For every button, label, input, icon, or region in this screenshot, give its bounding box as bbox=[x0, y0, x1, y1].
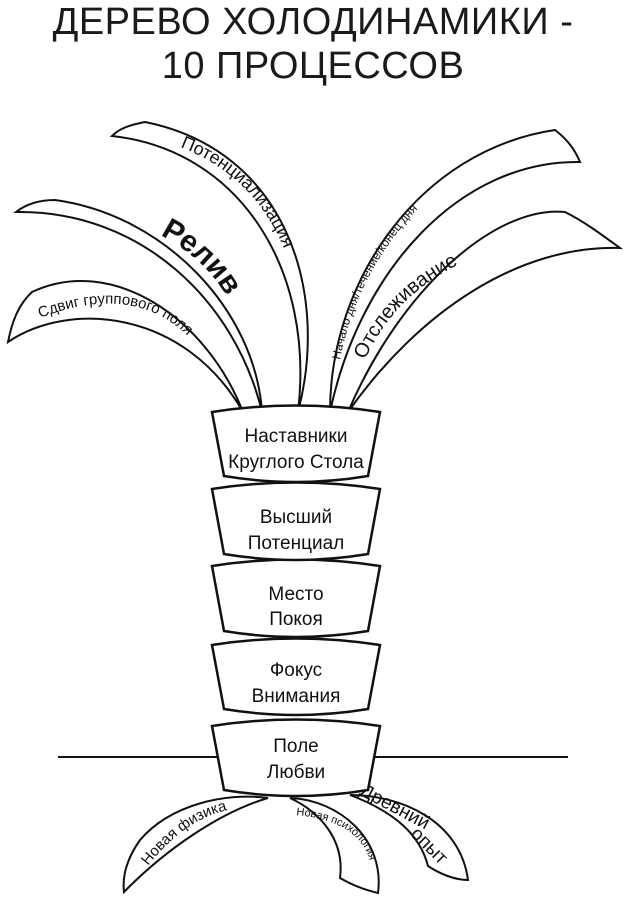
segment-5-line2: Любви bbox=[267, 762, 325, 783]
diagram-title: ДЕРЕВО ХОЛОДИНАМИКИ - 10 ПРОЦЕССОВ bbox=[0, 0, 626, 88]
segment-2-line1: Высший bbox=[260, 507, 332, 528]
root-psychology bbox=[289, 797, 380, 895]
segment-3-line1: Место bbox=[268, 584, 323, 605]
leaf-tracking bbox=[347, 210, 624, 413]
leaf-day bbox=[329, 128, 582, 413]
segment-3-line2: Покоя bbox=[269, 609, 323, 630]
trunk-segment-5: Поле Любви bbox=[210, 718, 382, 798]
roots bbox=[122, 794, 470, 895]
trunk: Поле Любви Фокус Внимания Место Покоя Вы… bbox=[210, 404, 382, 798]
segment-5-line1: Поле bbox=[273, 736, 318, 757]
trunk-segment-1: Наставники Круглого Стола bbox=[210, 404, 382, 484]
segment-4-line2: Внимания bbox=[252, 686, 341, 707]
trunk-segment-2: Высший Потенциал bbox=[210, 481, 382, 562]
segment-4-line1: Фокус bbox=[270, 660, 322, 681]
leaf-shift bbox=[6, 280, 244, 413]
segment-1-line1: Наставники bbox=[245, 426, 348, 447]
root-ancient bbox=[349, 794, 470, 882]
segment-1-line2: Круглого Стола bbox=[228, 452, 364, 473]
segment-2-line2: Потенциал bbox=[248, 533, 345, 554]
trunk-segment-4: Фокус Внимания bbox=[210, 637, 382, 717]
trunk-segment-3: Место Покоя bbox=[210, 558, 382, 639]
title-line-2: 10 ПРОЦЕССОВ bbox=[161, 45, 465, 87]
leaf-relive bbox=[13, 198, 263, 413]
leaf-potential bbox=[109, 120, 309, 413]
leaves bbox=[6, 120, 624, 413]
title-line-1: ДЕРЕВО ХОЛОДИНАМИКИ - bbox=[52, 1, 574, 43]
root-physics bbox=[122, 795, 269, 895]
